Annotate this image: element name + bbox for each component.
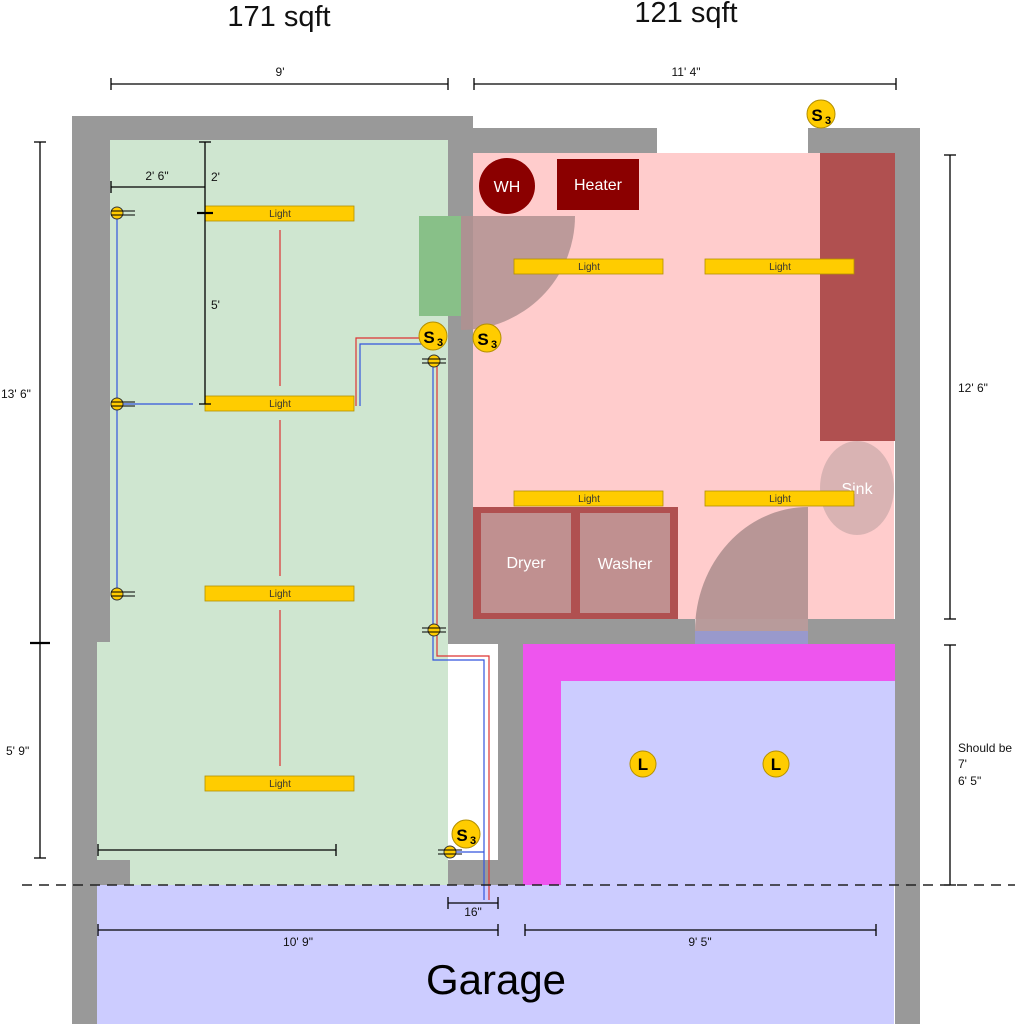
wall-left-outer: [72, 116, 110, 642]
outlet-center-1: [422, 354, 446, 368]
wall-right: [895, 128, 920, 1024]
dryer-label: Dryer: [506, 555, 546, 572]
walls: [72, 116, 920, 1024]
door-threshold: [695, 631, 808, 644]
dim-left-height-upper: 13' 6": [1, 387, 31, 401]
dimension-lines: [30, 78, 956, 936]
wall-top-right-a: [448, 128, 657, 153]
lamp-l-left: L: [629, 750, 657, 778]
dim-right-note-1: Should be: [958, 741, 1012, 755]
light-right-4-label: Light: [769, 494, 791, 505]
light-left-3-label: Light: [269, 589, 291, 600]
wall-top-left: [72, 116, 473, 140]
outlet-left-2: [110, 397, 135, 411]
light-right-1: [513, 258, 664, 275]
washer: [580, 513, 670, 613]
dim-light-offset-x: 2' 6": [145, 169, 168, 183]
closet-floor: [523, 644, 895, 885]
light-right-3: [513, 490, 664, 507]
svg-text:S: S: [811, 106, 822, 125]
svg-text:S: S: [477, 330, 488, 349]
light-left-3: [204, 585, 355, 602]
light-right-3-label: Light: [578, 494, 600, 505]
light-right-4: [704, 490, 855, 507]
garage-floor: [97, 885, 894, 1024]
wall-center: [448, 116, 473, 643]
water-heater-label: WH: [494, 179, 521, 196]
door-panel-green: [419, 216, 461, 316]
area-left-sqft: 171 sqft: [227, 1, 330, 33]
wall-stub-left: [97, 860, 130, 885]
dim-top-right-width: 11' 4": [671, 65, 700, 79]
light-right-2: [704, 258, 855, 275]
switch-s3-top-right: S 3: [806, 99, 836, 129]
dim-bottom-left-width: 10' 9": [283, 935, 313, 949]
wall-closet-left: [498, 619, 523, 885]
light-right-2-label: Light: [769, 262, 791, 273]
left-room-floor: [108, 140, 448, 885]
dim-right-height-upper: 12' 6": [958, 381, 988, 395]
outlet-left-1: [110, 206, 135, 220]
heater-label: Heater: [574, 177, 623, 194]
area-right-sqft: 121 sqft: [634, 0, 737, 29]
heater: [557, 159, 639, 210]
washer-label: Washer: [598, 556, 653, 573]
wire-run-red: [436, 360, 490, 900]
sink: [820, 441, 894, 535]
counter: [820, 153, 895, 441]
wall-stub-center: [448, 860, 498, 885]
light-left-2-label: Light: [269, 399, 291, 410]
svg-text:3: 3: [470, 835, 476, 847]
svg-text:S: S: [423, 328, 434, 347]
outlet-bottom: [438, 845, 462, 859]
outlets: [110, 206, 462, 859]
dim-bottom-right-width: 9' 5": [688, 935, 711, 949]
switch-s3-center-right: S 3: [472, 323, 502, 353]
lamp-l-right: L: [762, 750, 790, 778]
outlet-center-2: [422, 623, 446, 637]
dim-right-note-3: 6' 5": [958, 774, 981, 788]
switch-s3-bottom: S 3: [451, 819, 481, 849]
dim-top-left-width: 9': [276, 65, 285, 79]
wall-left-outer-lower: [72, 640, 97, 1024]
dryer: [481, 513, 571, 613]
svg-text:3: 3: [825, 115, 831, 127]
light-left-1-label: Light: [269, 209, 291, 220]
dim-light-spacing: 5': [211, 298, 220, 312]
wall-mid-horizontal-b: [808, 619, 920, 644]
left-room-floor-lower: [97, 640, 112, 885]
closet-trim: [523, 644, 895, 885]
light-left-4-label: Light: [269, 779, 291, 790]
wire-run-blue: [432, 360, 485, 900]
water-heater: [479, 158, 535, 214]
dim-right-note-2: 7': [958, 757, 967, 771]
switch-s3-center-left: S 3: [418, 321, 448, 351]
wall-mid-horizontal-a: [448, 619, 695, 644]
door-swing-lower: [695, 507, 808, 631]
light-left-4: [204, 775, 355, 792]
svg-text:S: S: [456, 826, 467, 845]
dim-wall-gap: 16": [464, 905, 482, 919]
light-right-1-label: Light: [578, 262, 600, 273]
wire-switch-to-light: [359, 343, 430, 406]
wire-hot-to-switch: [355, 337, 420, 406]
garage-label: Garage: [426, 956, 566, 1003]
dim-light-offset-y: 2': [211, 170, 220, 184]
outlet-left-3: [110, 587, 135, 601]
svg-text:3: 3: [437, 337, 443, 349]
dim-left-height-lower: 5' 9": [6, 744, 29, 758]
svg-text:3: 3: [491, 339, 497, 351]
svg-text:L: L: [771, 755, 781, 774]
svg-text:L: L: [638, 755, 648, 774]
